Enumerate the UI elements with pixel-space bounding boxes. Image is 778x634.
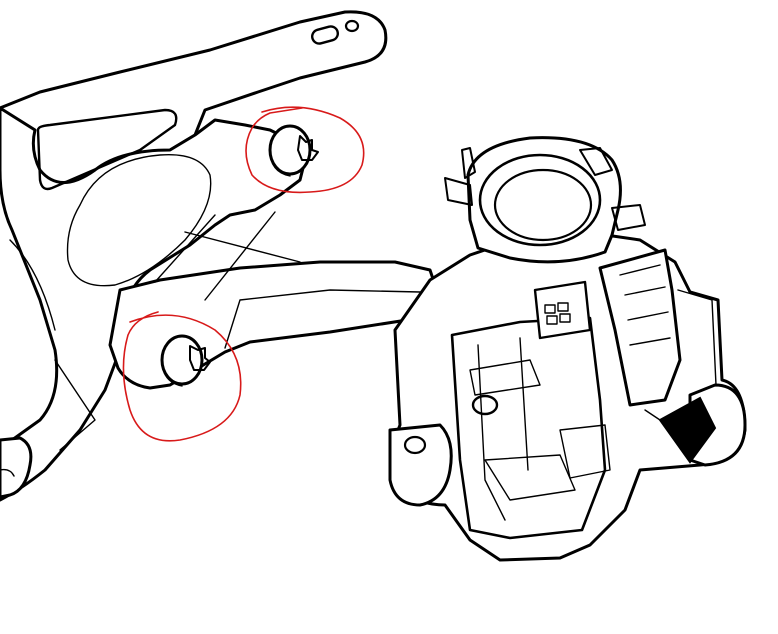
mounting-bolt — [268, 124, 319, 177]
arrow-head — [658, 396, 717, 464]
bracket-upper-arm — [0, 10, 388, 152]
barrel-lug-right — [579, 147, 613, 176]
right-module-line-4 — [629, 337, 671, 346]
bolt-upper-shadow — [269, 149, 291, 177]
right-module-line-3 — [627, 311, 669, 321]
barrel-lug-right-2 — [611, 204, 646, 231]
ignition-lock-housing — [388, 136, 747, 562]
boss-hole — [403, 435, 427, 455]
housing-lower-boss — [388, 423, 453, 507]
front-face-inner-mid — [519, 337, 529, 471]
barrel-ring-inner — [493, 168, 593, 242]
connector-pin-2 — [557, 302, 569, 312]
arrow-tail — [644, 409, 661, 421]
foot-hole — [0, 468, 15, 477]
housing-hole — [471, 394, 499, 416]
right-module-line-2 — [624, 286, 666, 296]
bolt-lower-head — [160, 334, 204, 386]
connector-pin-1 — [544, 304, 556, 314]
front-face-window — [484, 454, 576, 501]
bracket-main-plate — [0, 106, 307, 502]
barrel-lug-left-2 — [444, 177, 473, 206]
barrel-lug-left — [461, 147, 476, 179]
right-flange — [677, 289, 717, 386]
plate-edge-left — [9, 239, 56, 331]
beam-edge-4 — [184, 231, 301, 263]
bracket-slot — [36, 108, 178, 191]
barrel-ring-outer — [478, 153, 602, 247]
plate-edge-lower — [54, 359, 96, 451]
highlight-circle-lower-bolt — [122, 311, 242, 442]
beam-edge-1 — [154, 214, 216, 283]
bolt-upper-star — [297, 135, 319, 161]
bolt-upper-head — [268, 124, 312, 176]
direction-arrow — [644, 396, 717, 464]
electrical-connector — [533, 280, 592, 340]
highlight-circle-upper-bolt — [245, 106, 365, 194]
bracket-beam — [108, 260, 442, 390]
tab-slot — [311, 25, 339, 45]
beam-edge-3 — [224, 289, 421, 349]
front-face-slot — [469, 359, 541, 396]
connector-pin-4 — [559, 313, 571, 323]
bolt-lower-shadow — [161, 359, 183, 387]
bracket-foot — [0, 436, 33, 499]
mounting-bolt — [160, 334, 211, 387]
mounting-bracket — [0, 10, 442, 502]
bracket-recess — [66, 153, 212, 287]
connector-pin-3 — [546, 315, 558, 325]
bolt-lower-star — [189, 345, 211, 371]
right-module-line-1 — [619, 264, 661, 276]
front-face-inner-left — [477, 344, 506, 521]
beam-edge-2 — [204, 211, 276, 301]
front-face-block — [559, 424, 611, 479]
connector-body — [533, 280, 592, 340]
tab-hole — [344, 19, 360, 33]
housing-right-module — [598, 248, 682, 407]
